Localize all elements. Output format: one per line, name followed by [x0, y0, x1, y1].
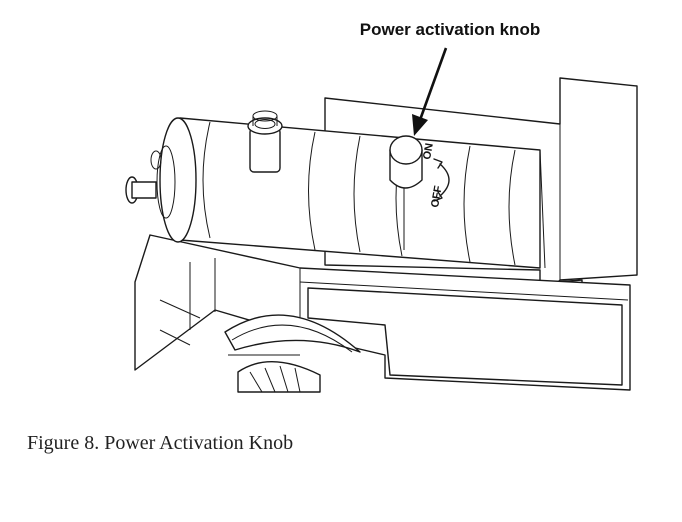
power-activation-knob — [389, 135, 423, 250]
callout-label: Power activation knob — [359, 20, 541, 39]
side-pin — [125, 150, 162, 204]
knob-off-marking: OFF — [429, 185, 445, 209]
top-nozzle — [247, 110, 283, 173]
figure-caption: Figure 8. Power Activation Knob — [27, 432, 294, 454]
rotation-arrow-icon — [433, 158, 450, 202]
device-illustration: ON OFF — [125, 47, 638, 393]
callout-arrow — [412, 47, 448, 136]
base-chassis — [134, 234, 631, 391]
bottom-wheel — [224, 314, 361, 393]
knob-on-marking: ON — [421, 142, 436, 160]
